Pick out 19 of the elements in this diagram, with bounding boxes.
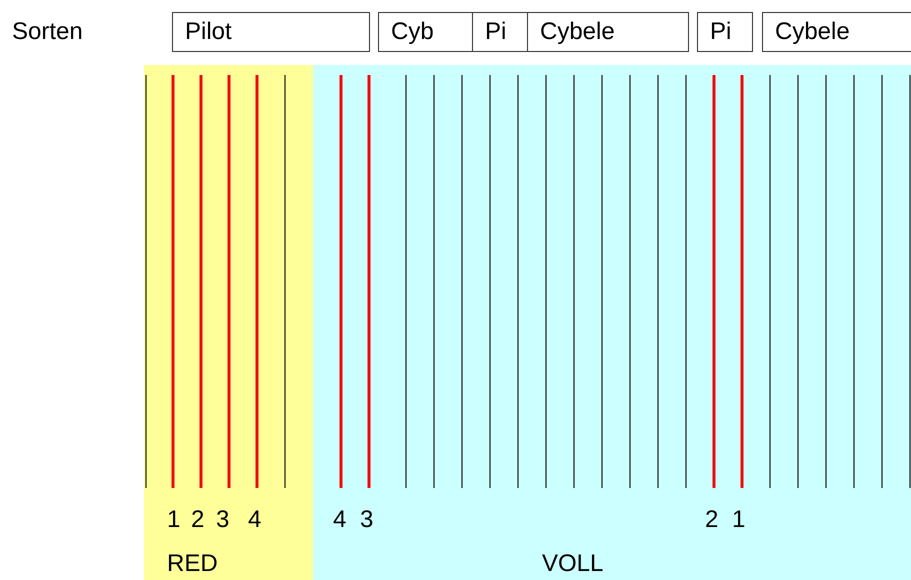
variety-label-box: Cybele	[527, 12, 689, 52]
treatment-label: RED	[167, 550, 218, 578]
treatment-band	[313, 65, 911, 580]
variety-label-box: Pi	[472, 12, 528, 52]
variety-label-box: Cyb	[378, 12, 473, 52]
row-number: 4	[333, 506, 346, 534]
row-number: 2	[705, 506, 718, 534]
variety-label-box: Pilot	[172, 12, 370, 52]
row-number: 2	[191, 506, 204, 534]
row-number: 3	[360, 506, 374, 534]
row-number: 3	[216, 506, 230, 534]
variety-label-box: Pi	[697, 12, 753, 52]
row-heading: Sorten	[12, 18, 83, 46]
variety-label-box: Cybele	[762, 12, 911, 52]
treatment-label: VOLL	[542, 550, 604, 578]
row-number: 1	[732, 506, 746, 534]
treatment-band	[144, 65, 313, 580]
row-number: 4	[248, 506, 262, 534]
row-number: 1	[167, 506, 180, 534]
